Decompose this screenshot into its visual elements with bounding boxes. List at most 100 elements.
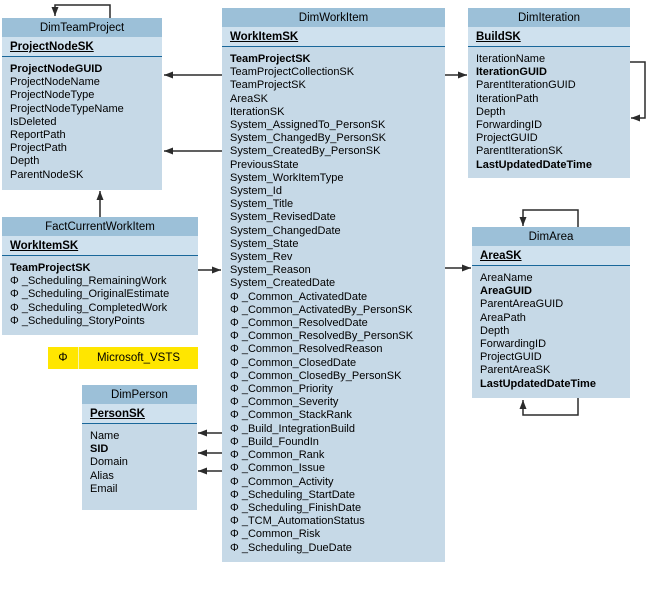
field-row: ProjectNodeTypeName [10, 102, 124, 115]
phi-symbol: Φ [48, 347, 79, 369]
field-row: System_ChangedDate [230, 224, 341, 237]
field-row: Φ _Common_Issue [230, 462, 325, 475]
field-row: ParentAreaSK [480, 364, 551, 377]
field-row: ProjectNodeType [10, 89, 95, 102]
field-row: IterationName [476, 53, 546, 65]
field-row: ProjectGUID [480, 351, 542, 364]
field-row: System_State [230, 237, 299, 250]
field-row: System_Title [230, 198, 294, 211]
field-row: ReportPath [10, 129, 66, 142]
table-title: DimArea [472, 227, 630, 246]
field-row: PreviousState [230, 158, 299, 171]
table-factcurrentworkitem: FactCurrentWorkItem WorkItemSK TeamProje… [2, 217, 198, 335]
field-row: Φ _Common_Rank [230, 449, 325, 462]
self-loop-dimarea-top [519, 209, 579, 227]
self-loop-dimiteration [630, 61, 646, 122]
field-row: Φ _Common_Severity [230, 396, 339, 409]
field-row: ProjectGUID [476, 132, 538, 145]
field-row: System_AssignedTo_PersonSK [230, 119, 386, 132]
table-title: DimIteration [468, 8, 630, 27]
field-row: ParentAreaGUID [480, 298, 564, 311]
field-row: Φ _Common_Activity [230, 475, 334, 488]
field-row: ForwardingID [480, 338, 547, 351]
field-row: TeamProjectSK [10, 262, 91, 274]
table-primary-key: BuildSK [468, 27, 630, 47]
self-loop-dimarea-bottom [519, 398, 579, 416]
field-row: Φ _Build_FoundIn [230, 435, 319, 448]
field-row: Φ _Scheduling_StoryPoints [10, 314, 145, 327]
field-row: Φ _Common_Risk [230, 528, 321, 541]
field-row: ProjectNodeName [10, 76, 100, 89]
legend-microsoft-vsts: Φ Microsoft_VSTS [48, 347, 198, 369]
field-row: Depth [10, 155, 40, 168]
field-row: System_Reason [230, 264, 311, 277]
field-row: Φ _Common_Priority [230, 383, 333, 396]
field-row: IterationPath [476, 92, 539, 105]
field-row: Alias [90, 469, 114, 482]
field-row: Φ _Build_IntegrationBuild [230, 422, 355, 435]
field-row: Φ _Common_ResolvedDate [230, 317, 368, 330]
field-row: System_CreatedDate [230, 277, 336, 290]
field-row: ParentNodeSK [10, 168, 84, 181]
field-row: Φ _Common_ActivatedBy_PersonSK [230, 303, 413, 316]
table-title: DimWorkItem [222, 8, 445, 27]
field-row: Email [90, 482, 118, 495]
field-row: Φ _Scheduling_StartDate [230, 488, 355, 501]
field-row: Φ _Scheduling_RemainingWork [10, 275, 167, 288]
table-title: DimTeamProject [2, 18, 162, 37]
field-row: System_ChangedBy_PersonSK [230, 132, 386, 145]
field-row: Depth [476, 105, 506, 118]
table-title: FactCurrentWorkItem [2, 217, 198, 236]
field-row: ForwardingID [476, 119, 543, 132]
field-row: Φ _Common_ActivatedDate [230, 290, 368, 303]
field-row: Depth [480, 324, 510, 337]
field-row: ProjectNodeGUID [10, 63, 103, 75]
field-row: SID [90, 443, 109, 456]
field-row: ParentIterationGUID [476, 79, 576, 92]
field-row: Φ _Common_ClosedBy_PersonSK [230, 369, 402, 382]
table-primary-key: ProjectNodeSK [2, 37, 162, 57]
field-row: ProjectPath [10, 142, 67, 155]
field-row: IterationSK [230, 105, 285, 118]
field-row: Φ _Common_ResolvedReason [230, 343, 383, 356]
field-row: System_CreatedBy_PersonSK [230, 145, 381, 158]
self-loop-dimteamproject [51, 4, 111, 18]
field-row: Φ _Scheduling_FinishDate [230, 501, 362, 514]
field-row: IterationGUID [476, 66, 547, 79]
field-row: AreaPath [480, 311, 526, 324]
field-row: System_WorkItemType [230, 171, 344, 184]
field-row: Φ _Scheduling_OriginalEstimate [10, 288, 170, 301]
table-dimteamproject: DimTeamProject ProjectNodeSK ProjectNode… [2, 18, 162, 190]
field-row: TeamProjectSK [230, 79, 306, 92]
field-row: Φ _Common_StackRank [230, 409, 352, 422]
table-title: DimPerson [82, 385, 197, 404]
field-row: TeamProjectSK [230, 53, 311, 65]
field-row: IsDeleted [10, 115, 57, 128]
table-primary-key: WorkItemSK [222, 27, 445, 47]
table-primary-key: WorkItemSK [2, 236, 198, 256]
field-row: Φ _Common_ClosedDate [230, 356, 357, 369]
field-row: System_Id [230, 185, 282, 198]
field-row: Domain [90, 456, 128, 469]
field-row: System_Rev [230, 251, 293, 264]
field-row: AreaSK [230, 92, 268, 105]
field-row: AreaGUID [480, 285, 532, 298]
field-row: LastUpdatedDateTime [480, 377, 596, 390]
table-primary-key: PersonSK [82, 404, 197, 424]
table-primary-key: AreaSK [472, 246, 630, 266]
field-row: LastUpdatedDateTime [476, 158, 592, 171]
field-row: System_RevisedDate [230, 211, 336, 224]
field-row: Name [90, 430, 120, 442]
field-row: Φ _Common_ResolvedBy_PersonSK [230, 330, 414, 343]
field-row: Φ _Scheduling_CompletedWork [10, 301, 168, 314]
field-row: ParentIterationSK [476, 145, 563, 158]
